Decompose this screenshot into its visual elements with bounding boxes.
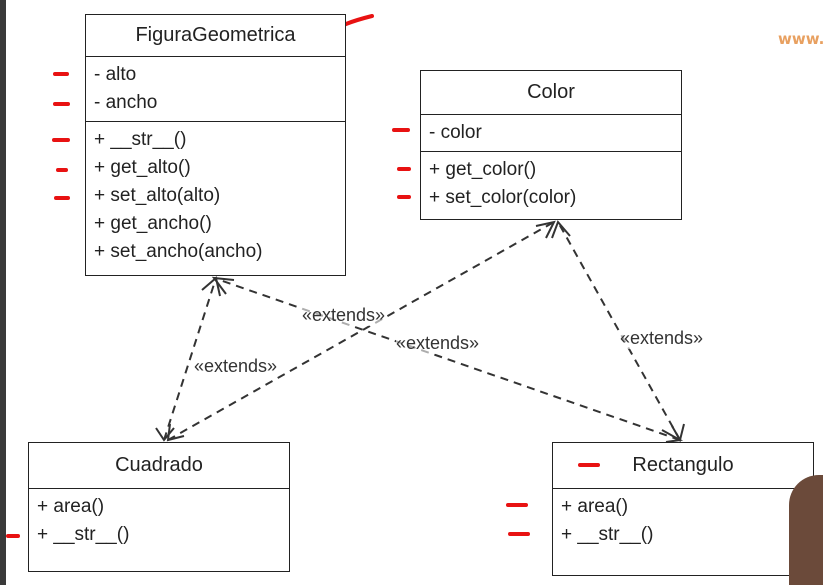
methods-section: + __str__() + get_alto() + set_alto(alto… — [86, 122, 345, 270]
method: + get_ancho() — [94, 213, 212, 234]
attributes-section: - alto - ancho — [86, 57, 345, 122]
annotation-mark — [53, 72, 69, 76]
attribute: - color — [429, 122, 482, 143]
method: + area() — [37, 496, 105, 517]
class-name: Rectangulo — [553, 443, 813, 489]
annotation-mark — [52, 138, 70, 142]
attribute: - ancho — [94, 92, 158, 113]
annotation-mark — [578, 463, 600, 467]
annotation-mark — [506, 503, 528, 507]
attributes-section: - color — [421, 115, 681, 152]
method: + __str__() — [37, 524, 130, 545]
arrowhead-color-1 — [535, 220, 556, 239]
arrowhead-cuadrado-1 — [155, 427, 175, 442]
annotation-mark — [508, 532, 530, 536]
methods-section: + area() + __str__() — [553, 489, 813, 553]
class-figura-geometrica[interactable]: FiguraGeometrica - alto - ancho + __str_… — [85, 14, 346, 276]
class-name: FiguraGeometrica — [86, 15, 345, 57]
edge-cuadrado-figura — [163, 277, 217, 441]
presenter-video-overlay — [789, 475, 823, 585]
class-name: Cuadrado — [29, 443, 289, 489]
method: + get_alto() — [94, 157, 191, 178]
arrowhead-color-2 — [551, 220, 571, 239]
method: + area() — [561, 496, 629, 517]
class-name: Color — [421, 71, 681, 115]
extends-label: «extends» — [302, 305, 386, 326]
edge-cuadrado-color — [167, 221, 555, 441]
method: + set_alto(alto) — [94, 185, 221, 206]
methods-section: + get_color() + set_color(color) — [421, 152, 681, 216]
attribute: - alto — [94, 64, 137, 85]
annotation-mark — [397, 195, 411, 199]
edge-rectangulo-figura — [213, 277, 681, 441]
annotation-mark — [54, 196, 70, 200]
method: + set_color(color) — [429, 187, 577, 208]
extends-label: «extends» — [194, 356, 278, 377]
watermark: www.g — [778, 30, 823, 48]
class-color[interactable]: Color - color + get_color() + set_color(… — [420, 70, 682, 220]
method: + get_color() — [429, 159, 537, 180]
class-cuadrado[interactable]: Cuadrado + area() + __str__() — [28, 442, 290, 572]
arrowhead-cuadrado-2 — [166, 423, 185, 442]
annotation-mark — [392, 128, 410, 132]
extends-label: «extends» — [396, 333, 480, 354]
method: + set_ancho(ancho) — [94, 241, 263, 262]
arrowhead-rectangulo-2 — [671, 423, 685, 443]
method: + __str__() — [94, 129, 187, 150]
annotation-mark — [53, 102, 70, 106]
annotation-mark — [6, 534, 20, 538]
extends-label: «extends» — [620, 328, 704, 349]
method: + __str__() — [561, 524, 654, 545]
methods-section: + area() + __str__() — [29, 489, 289, 553]
arrowhead-figura-2 — [211, 276, 235, 295]
annotation-mark — [397, 167, 411, 171]
diagram-canvas: FiguraGeometrica - alto - ancho + __str_… — [6, 0, 823, 585]
annotation-mark — [56, 168, 68, 172]
